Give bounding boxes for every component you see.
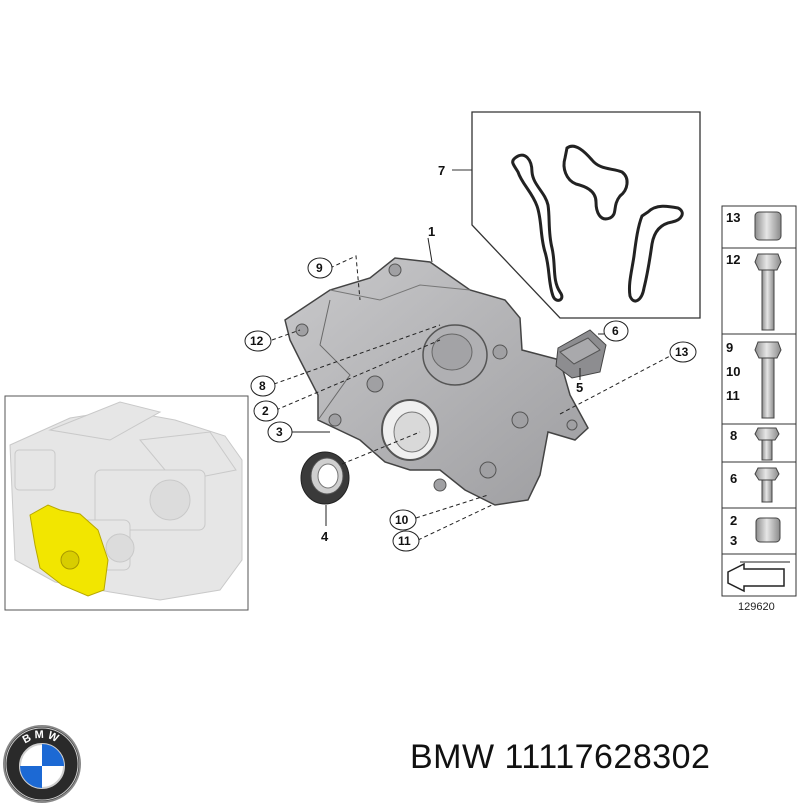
gasket-set-panel: 7 (438, 111, 701, 319)
sleeve-13 (754, 211, 782, 241)
gasket-right (628, 204, 684, 303)
engine-locator-inset (4, 395, 249, 611)
callout-2-bubble (253, 400, 279, 422)
highlighted-timing-cover (29, 504, 109, 597)
part-number-caption: BMW 11117628302 (410, 738, 711, 776)
bolt-9-10-11 (754, 341, 782, 419)
callouts: 1 9 12 8 2 3 4 5 6 13 10 11 (244, 224, 697, 552)
legend-6: 6 (730, 471, 737, 486)
callout-3: 3 (276, 425, 283, 439)
callout-12-bubble (244, 330, 272, 352)
callout-4: 4 (321, 529, 329, 544)
arrow-icon (727, 561, 790, 593)
callout-13-bubble (669, 341, 697, 363)
gasket-middle (562, 144, 629, 221)
callout-3-bubble (267, 421, 293, 443)
legend-13: 13 (726, 210, 740, 225)
callout-6: 6 (612, 324, 619, 338)
callout-2: 2 (262, 404, 269, 418)
callout-1: 1 (428, 224, 435, 239)
bolt-8 (754, 427, 780, 461)
timing-case-cover (284, 257, 589, 506)
callout-8-bubble (250, 375, 276, 397)
callout-11: 11 (398, 534, 411, 548)
callout-11-bubble (392, 530, 420, 552)
legend-9: 9 (726, 340, 733, 355)
leader-lines (271, 237, 671, 541)
callout-6-bubble (603, 320, 629, 342)
callout-8: 8 (259, 379, 266, 393)
sleeve-2-3 (755, 517, 781, 543)
sensor (555, 329, 607, 379)
callout-10: 10 (395, 513, 409, 527)
legend-10: 10 (726, 364, 740, 379)
gasket-left (511, 153, 564, 302)
callout-9-bubble (307, 257, 333, 279)
callout-13: 13 (675, 345, 689, 359)
bolt-6 (754, 467, 780, 503)
callout-5: 5 (576, 380, 583, 395)
bmw-logo-icon: BMW (3, 725, 81, 803)
svg-text:BMW: BMW (21, 729, 64, 747)
bolt-12 (754, 253, 782, 331)
legend-11: 11 (726, 388, 740, 403)
callout-7-label: 7 (438, 163, 445, 178)
callout-12: 12 (250, 334, 264, 348)
legend-8: 8 (730, 428, 737, 443)
legend-2: 2 (730, 513, 737, 528)
callout-10-bubble (389, 509, 417, 531)
image-number: 129620 (738, 601, 775, 613)
callout-9: 9 (316, 261, 323, 275)
legend-3: 3 (730, 533, 737, 548)
fastener-legend: 13 12 9 10 11 8 6 2 3 129620 (721, 205, 797, 613)
shaft-seal (300, 451, 350, 505)
legend-12: 12 (726, 252, 740, 267)
